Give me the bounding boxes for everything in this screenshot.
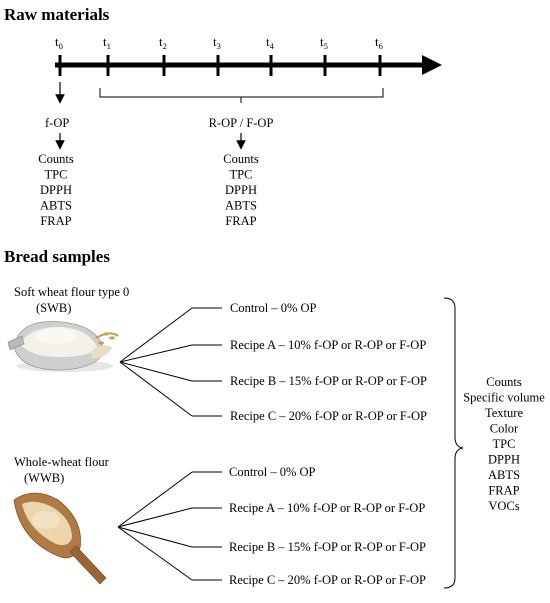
swb-flour-name: Soft wheat flour type 0	[14, 285, 129, 299]
recipe-label-0-1: Recipe A – 10% f-OP or R-OP or F-OP	[230, 338, 426, 352]
timeline-label-4: t4	[266, 34, 275, 51]
fan-line-0-diag-2	[119, 361, 193, 382]
recipe-label-0-2: Recipe B – 15% f-OP or R-OP or F-OP	[230, 374, 427, 388]
recipe-labels: Control – 0% OP Recipe A – 10% f-OP or R-…	[229, 301, 427, 587]
swb-flour-abbr: (SWB)	[36, 301, 71, 315]
wwb-flour-abbr: (WWB)	[24, 471, 64, 485]
recipe-label-1-2: Recipe B – 15% f-OP or R-OP or F-OP	[229, 540, 426, 554]
fan-line-1-diag-3	[117, 526, 193, 581]
processed-analysis-0: Counts	[223, 152, 259, 166]
recipe-label-1-0: Control – 0% OP	[229, 465, 316, 479]
fan-line-0-diag-0	[119, 307, 193, 363]
bread-analysis-1: Specific volume	[463, 391, 545, 405]
fan-line-1-diag-1	[117, 507, 193, 528]
fan-line-0-diag-3	[119, 361, 193, 417]
wwb-flour-name: Whole-wheat flour	[14, 455, 110, 469]
soft-wheat-flour-scoop-image	[7, 321, 119, 372]
processed-analysis-4: FRAP	[225, 214, 256, 228]
bread-samples-heading: Bread samples	[4, 247, 110, 266]
bread-analysis-8: VOCs	[488, 499, 519, 513]
bread-analysis-3: Color	[490, 422, 519, 436]
fan-line-1-diag-0	[117, 471, 193, 528]
recipe-label-1-3: Recipe C – 20% f-OP or R-OP or F-OP	[229, 573, 426, 587]
fresh-analysis-0: Counts	[38, 152, 74, 166]
bread-analysis-5: DPPH	[488, 453, 520, 467]
fan-line-0-diag-1	[119, 344, 193, 363]
timeline-arrowhead	[422, 55, 442, 75]
timeline-ticks	[58, 55, 382, 76]
recipe-label-0-3: Recipe C – 20% f-OP or R-OP or F-OP	[230, 409, 427, 423]
timeline-label-5: t5	[320, 34, 328, 51]
fresh-analysis-4: FRAP	[40, 214, 71, 228]
recipe-label-1-1: Recipe A – 10% f-OP or R-OP or F-OP	[229, 501, 425, 515]
bread-analyses-brace	[443, 297, 464, 589]
timeline: t0 t1 t2 t3 t4 t5 t6	[55, 34, 442, 76]
fan-line-1-diag-2	[117, 526, 193, 548]
processed-analysis-1: TPC	[230, 168, 253, 182]
whole-wheat-flour-scoop-image	[13, 492, 107, 585]
bread-analysis-0: Counts	[486, 375, 522, 389]
recipe-label-0-0: Control – 0% OP	[230, 301, 317, 315]
raw-materials-heading: Raw materials	[4, 5, 110, 24]
fresh-analysis-1: TPC	[45, 168, 68, 182]
fresh-analysis-2: DPPH	[40, 183, 72, 197]
bread-analysis-2: Texture	[485, 406, 523, 420]
recipe-fan-lines	[117, 307, 222, 581]
timeline-labels: t0 t1 t2 t3 t4 t5 t6	[55, 34, 383, 51]
bread-analysis-7: FRAP	[488, 484, 519, 498]
processed-analysis-2: DPPH	[225, 183, 257, 197]
processed-analysis-3: ABTS	[225, 199, 257, 213]
timeline-label-2: t2	[159, 34, 167, 51]
bread-analysis-6: ABTS	[488, 468, 520, 482]
timeline-label-6: t6	[375, 34, 383, 51]
processed-label: R-OP / F-OP	[209, 116, 274, 130]
timeline-label-0: t0	[55, 34, 63, 51]
bread-analysis-4: TPC	[493, 437, 516, 451]
timeline-label-1: t1	[103, 34, 111, 51]
fresh-label: f-OP	[45, 116, 69, 130]
t1-t6-bracket	[99, 88, 384, 103]
timeline-label-3: t3	[213, 34, 221, 51]
fresh-analysis-3: ABTS	[40, 199, 72, 213]
